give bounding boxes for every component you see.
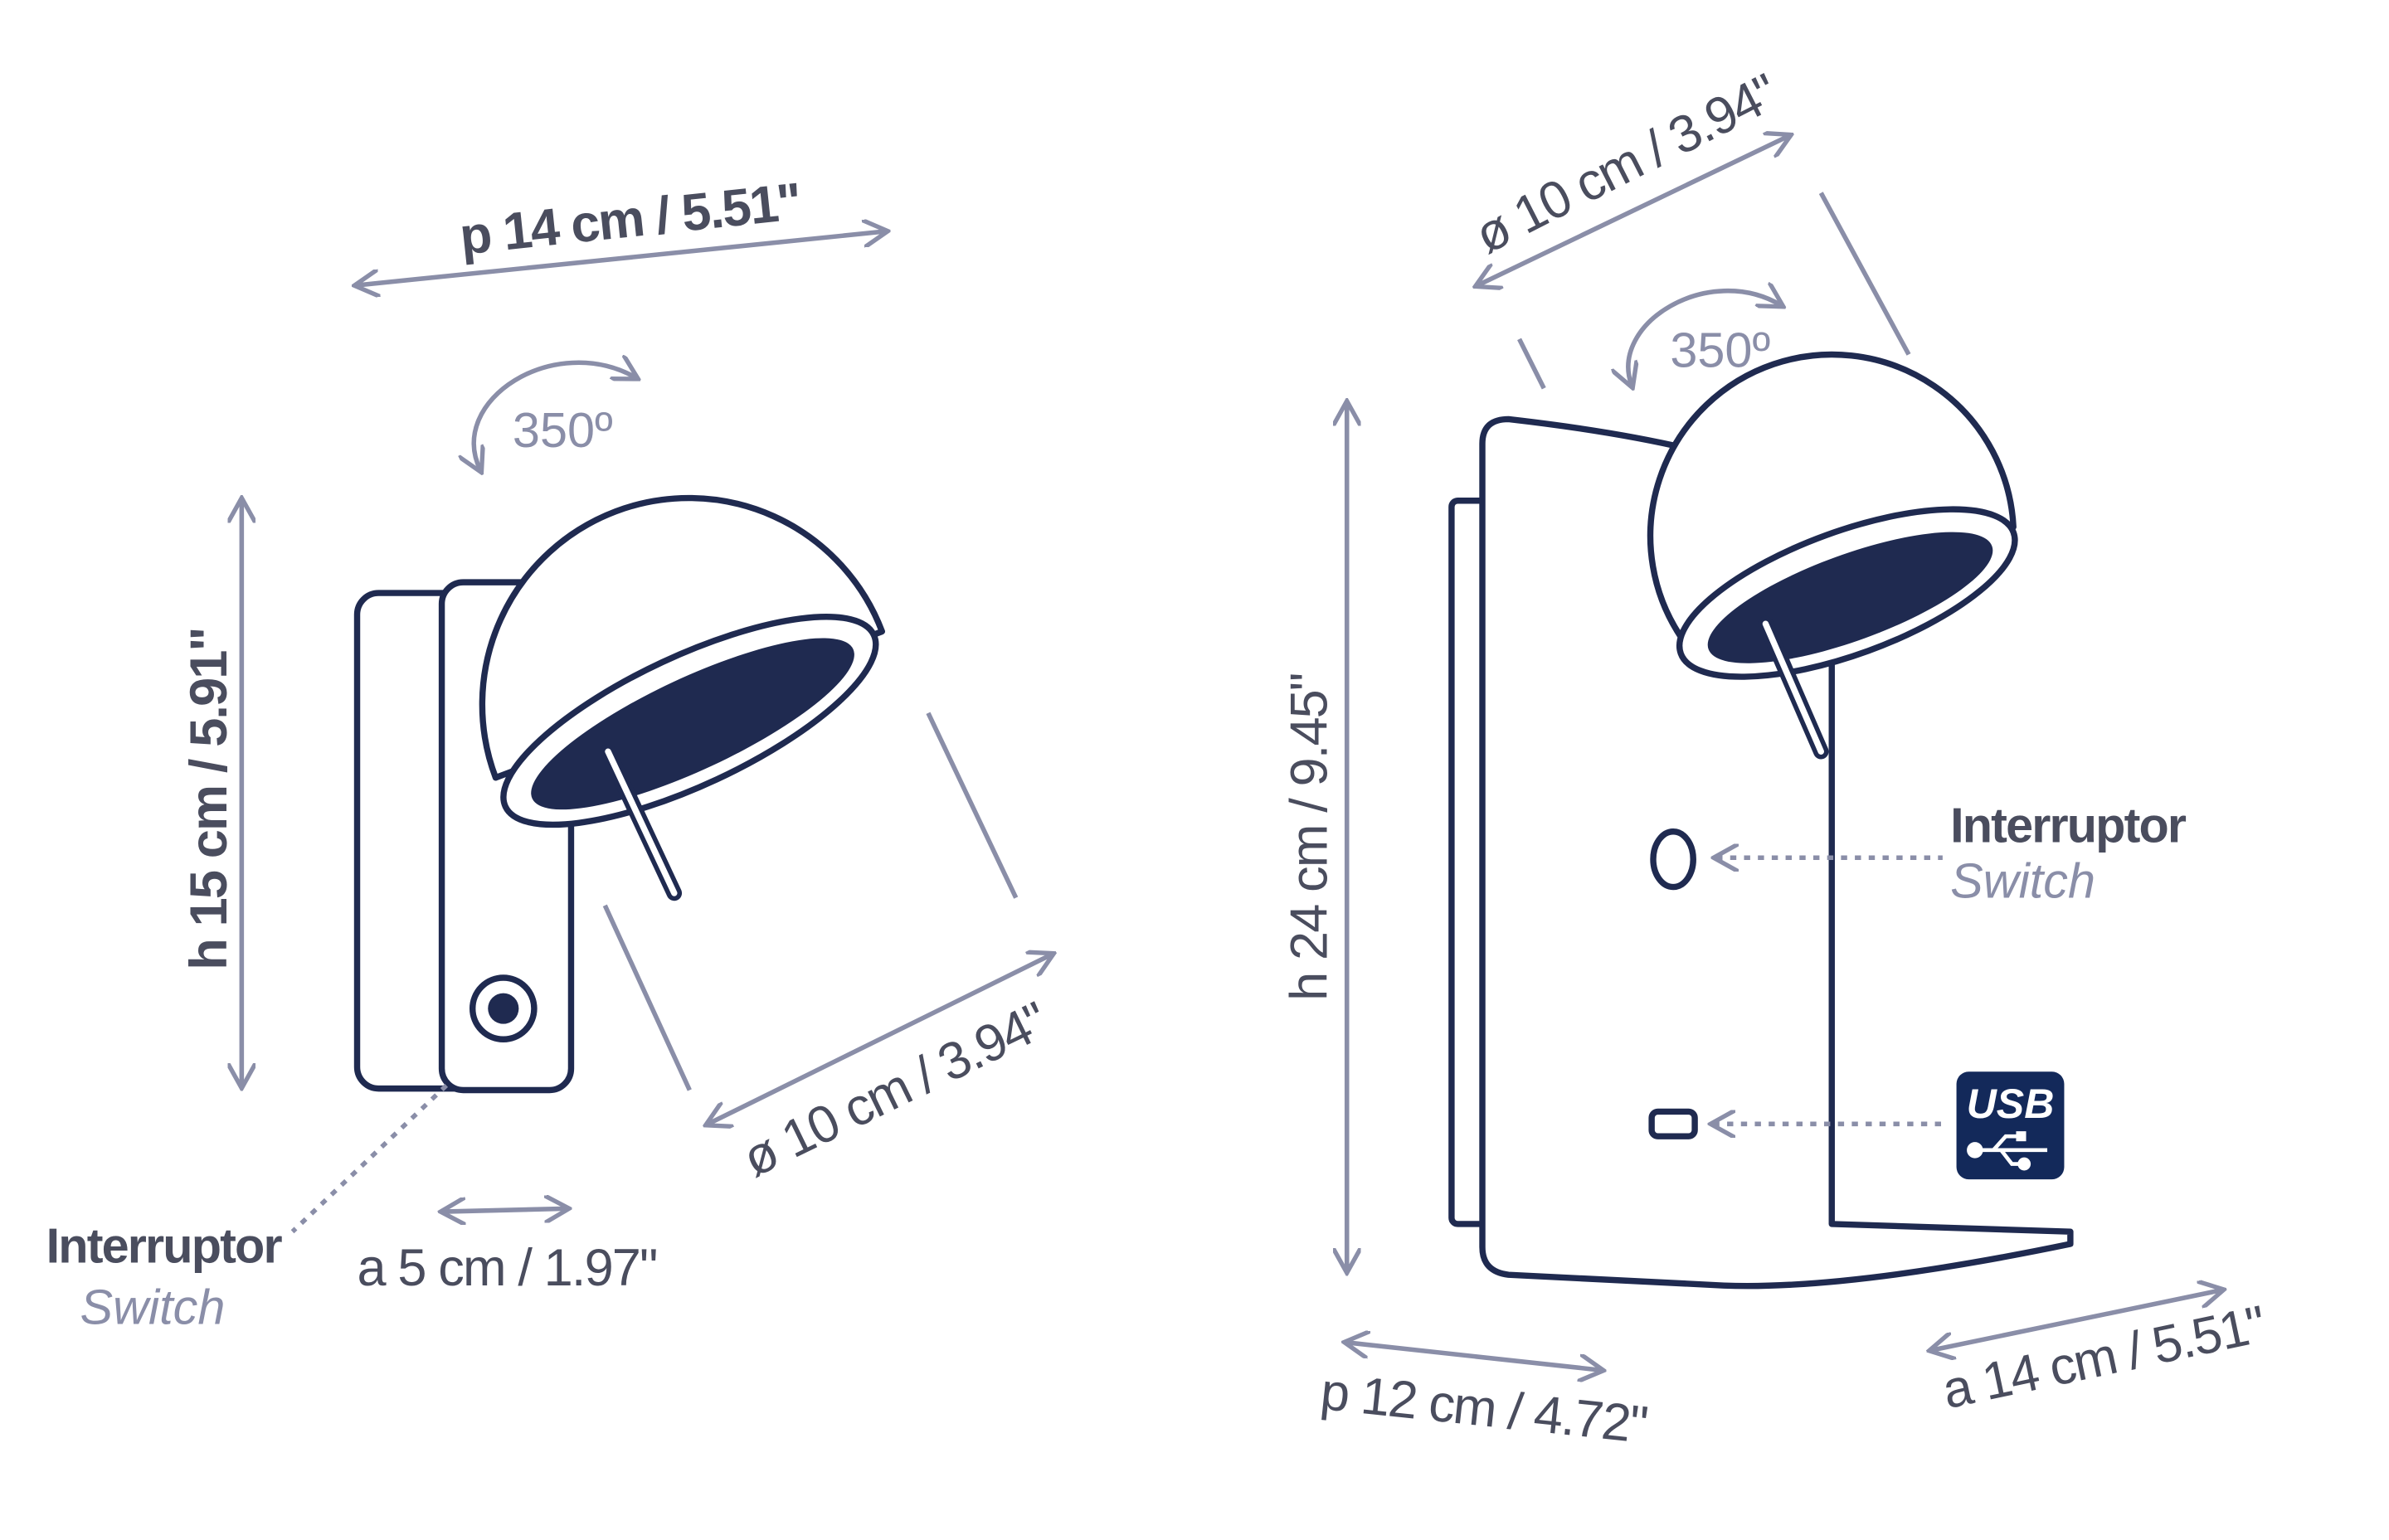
right-rotation-label: 350º	[1670, 322, 1770, 377]
usb-port	[1648, 1108, 1698, 1139]
switch-leader	[290, 1083, 449, 1234]
diameter-arrow	[1477, 136, 1788, 285]
diameter-arrow	[708, 955, 1052, 1124]
right-switch-label-en: Switch	[1950, 853, 2095, 909]
lamp-shade	[1647, 351, 2017, 643]
shade-inside	[1707, 532, 1993, 663]
lamp-body	[1479, 415, 2074, 1290]
right-diameter-label: ø 10 cm / 3.94"	[1466, 63, 1786, 265]
usb-badge-icon: USB	[1956, 1071, 2065, 1180]
right-switch-label: Interruptor	[1950, 798, 2187, 853]
left-switch-label-en: Switch	[80, 1280, 225, 1335]
width-arrow	[443, 1208, 566, 1212]
switch-center-icon	[488, 993, 519, 1024]
usb-trident-icon	[1967, 1131, 2048, 1171]
left-height-label: h 15 cm / 5.91"	[180, 628, 238, 969]
switch-button	[1650, 828, 1696, 891]
right-depth-label: p 12 cm / 4.72"	[1318, 1363, 1649, 1455]
left-rotation-label: 350º	[513, 402, 613, 458]
left-width-label: a 5 cm / 1.97"	[358, 1239, 657, 1297]
width-arrow	[1932, 1290, 2221, 1350]
depth-arrow	[1347, 1343, 1601, 1370]
usb-badge-text: USB	[1967, 1081, 2055, 1127]
right-height-label: h 24 cm / 9.45"	[1281, 674, 1339, 1001]
left-depth-label: p 14 cm / 5.51"	[457, 172, 803, 266]
right-lamp: ø 10 cm / 3.94" 350º h 24 cm / 9.45" Int…	[1281, 63, 2270, 1454]
rotation-arrow	[1628, 291, 1781, 386]
left-switch-label: Interruptor	[46, 1217, 283, 1273]
rotation-arrow	[474, 362, 635, 469]
left-lamp: p 14 cm / 5.51" 350º h 15 cm / 5.91" ø 1…	[46, 172, 1056, 1335]
depth-arrow	[358, 231, 885, 285]
